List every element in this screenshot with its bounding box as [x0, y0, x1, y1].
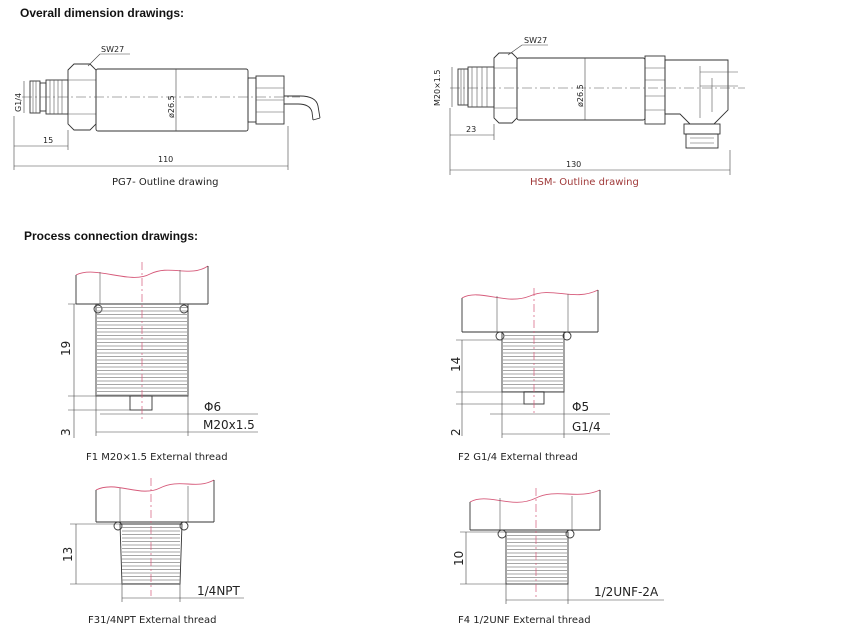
- f1-height2-label: 3: [59, 428, 73, 436]
- f2-height-label: 14: [449, 357, 463, 372]
- f1-thread-label: M20x1.5: [203, 418, 255, 432]
- f1-connection-drawing: 19 3 Φ6 M20x1.5: [59, 262, 258, 438]
- f4-caption: F4 1/2UNF External thread: [458, 615, 591, 626]
- f3-connection-drawing: 13 1/4NPT: [61, 478, 244, 602]
- f2-height2-label: 2: [449, 428, 463, 436]
- f1-height-label: 19: [59, 341, 73, 356]
- f2-thread-label: G1/4: [572, 420, 601, 434]
- f1-caption: F1 M20×1.5 External thread: [86, 452, 228, 463]
- pg7-outline-drawing: SW27 G1/4 ø26.5 15 110: [13, 45, 321, 170]
- hsm-sw-label: SW27: [524, 36, 547, 45]
- pg7-diameter-label: ø26.5: [167, 95, 176, 118]
- pg7-dim-110: 110: [158, 155, 173, 164]
- hsm-thread-label: M20×1.5: [433, 69, 442, 106]
- f1-phi-label: Φ6: [204, 400, 221, 414]
- hsm-outline-drawing: SW27 M20×1.5 ø26.5 23 130: [433, 36, 745, 175]
- pg7-caption: PG7- Outline drawing: [112, 177, 219, 188]
- hsm-diameter-label: ø26.5: [576, 84, 585, 107]
- f2-phi-label: Φ5: [572, 400, 589, 414]
- pg7-sw-label: SW27: [101, 45, 124, 54]
- f3-height-label: 13: [61, 547, 75, 562]
- f2-caption: F2 G1/4 External thread: [458, 452, 578, 463]
- f4-connection-drawing: 10 1/2UNF-2A: [452, 488, 664, 604]
- hsm-dim-23: 23: [466, 125, 476, 134]
- overall-heading: Overall dimension drawings:: [20, 6, 185, 20]
- hsm-caption: HSM- Outline drawing: [530, 177, 639, 188]
- f3-caption: F31/4NPT External thread: [88, 615, 217, 626]
- hsm-dim-130: 130: [566, 160, 581, 169]
- pg7-dim-15: 15: [43, 136, 53, 145]
- f4-height-label: 10: [452, 551, 466, 566]
- f2-connection-drawing: 14 2 Φ5 G1/4: [449, 288, 610, 438]
- process-heading: Process connection drawings:: [24, 229, 199, 243]
- f3-thread-label: 1/4NPT: [197, 584, 241, 598]
- f4-thread-label: 1/2UNF-2A: [594, 585, 659, 599]
- pg7-thread-label: G1/4: [14, 93, 23, 112]
